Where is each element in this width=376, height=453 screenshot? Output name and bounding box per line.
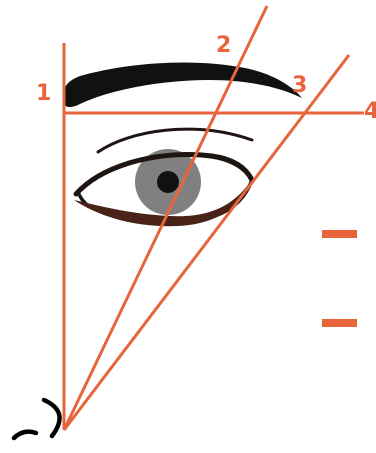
pupil bbox=[157, 171, 179, 193]
nose-contour bbox=[44, 400, 60, 436]
tail-guide-line bbox=[64, 55, 349, 430]
eyelid-crease bbox=[98, 129, 252, 152]
point-label-2: 2 bbox=[216, 33, 231, 58]
point-label-4: 4 bbox=[364, 99, 376, 124]
right-dash-top bbox=[322, 230, 357, 238]
point-label-3: 3 bbox=[292, 73, 307, 98]
nostril-mark bbox=[14, 432, 36, 438]
right-dash-bottom bbox=[322, 319, 357, 327]
eyebrow-shape bbox=[64, 62, 302, 107]
point-label-1: 1 bbox=[36, 81, 51, 106]
